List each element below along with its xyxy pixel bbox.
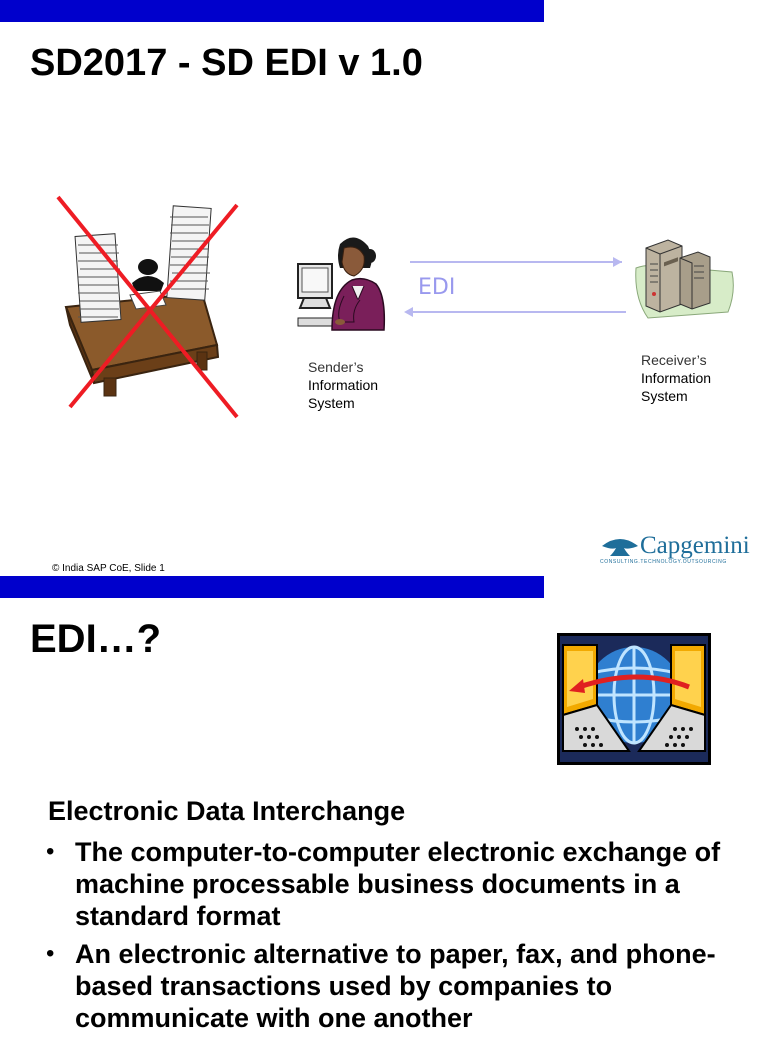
bullet-dot: • (46, 940, 55, 967)
receiver-label-line2: Information (641, 370, 712, 386)
bullet-list: • The computer-to-computer electronic ex… (44, 836, 754, 1040)
woman-at-computer-icon (297, 237, 386, 331)
sender-label-line1: Sender’s (308, 359, 364, 375)
bullet-dot: • (46, 838, 55, 865)
spade-logo-icon (602, 539, 638, 556)
server-icon (635, 239, 734, 319)
bullet-text: An electronic alternative to paper, fax,… (75, 939, 716, 1033)
receiver-label-line1: Receiver’s (641, 352, 707, 368)
receiver-label-line3: System (641, 388, 688, 404)
slide2-subtitle: Electronic Data Interchange (48, 796, 406, 826)
slide2-accent-bar (0, 576, 544, 598)
bullet-item: • An electronic alternative to paper, fa… (44, 938, 754, 1034)
capgemini-logo: Capgemini CONSULTING.TECHNOLOGY.OUTSOURC… (600, 530, 750, 570)
slide2-title: EDI…? (30, 617, 162, 661)
edi-arrows (404, 257, 626, 317)
paper-desk-icon (56, 195, 239, 419)
top-accent-bar (0, 0, 544, 22)
edi-label: EDI (418, 275, 456, 300)
sender-label: Sender’s Information System (308, 358, 378, 412)
logo-wordmark: Capgemini (640, 532, 750, 559)
bullet-item: • The computer-to-computer electronic ex… (44, 836, 754, 932)
logo-tagline: CONSULTING.TECHNOLOGY.OUTSOURCING (600, 559, 727, 565)
sender-label-line3: System (308, 395, 355, 411)
sender-label-line2: Information (308, 377, 379, 393)
slide1-title: SD2017 - SD EDI v 1.0 (30, 42, 423, 84)
bullet-text: The computer-to-computer electronic exch… (75, 837, 721, 931)
slide-footer: © India SAP CoE, Slide 1 (52, 563, 165, 574)
receiver-label: Receiver’s Information System (641, 351, 711, 405)
globe-computers-icon (557, 633, 711, 765)
